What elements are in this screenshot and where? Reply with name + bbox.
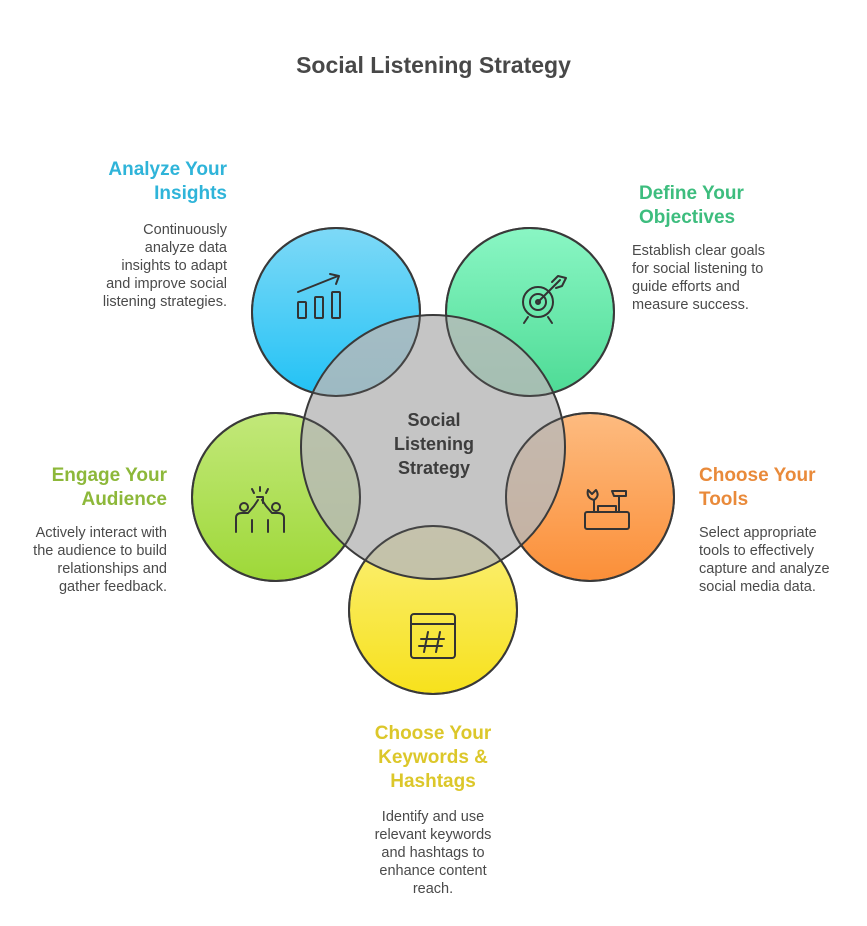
define-desc-line: for social listening to — [632, 261, 764, 277]
bar-chart-trend-icon — [297, 273, 341, 319]
hub-circle — [300, 314, 566, 580]
keywords-desc-line: Identify and use — [381, 809, 485, 825]
diagram-title: Social Listening Strategy — [296, 52, 571, 78]
keywords-heading-line1: Choose Your — [374, 723, 492, 744]
analyze-desc-line: analyze data — [144, 240, 227, 256]
keywords-desc-line: enhance content — [379, 863, 487, 879]
tools-desc-line: Select appropriate — [699, 525, 817, 541]
analyze-desc-line: Continuously — [143, 222, 227, 238]
define-heading-line2: Objectives — [639, 207, 736, 228]
define-description: Establish clear goals for social listeni… — [632, 242, 832, 314]
analyze-desc-line: insights to adapt — [121, 258, 227, 274]
engage-heading-line1: Engage Your — [51, 465, 167, 486]
define-desc-line: measure success. — [632, 297, 749, 313]
analyze-heading-line2: Insights — [154, 183, 227, 204]
engage-desc-line: the audience to build — [33, 543, 167, 559]
analyze-description: Continuously analyze data insights to ad… — [60, 221, 227, 311]
keywords-heading: Choose Your Keywords & Hashtags — [333, 722, 533, 794]
analyze-heading-line1: Analyze Your — [108, 159, 227, 180]
keywords-heading-line3: Hashtags — [390, 771, 476, 792]
analyze-desc-line: and improve social — [106, 276, 227, 292]
hub-label: Social Listening Strategy — [361, 408, 507, 480]
keywords-desc-line: relevant keywords — [374, 827, 492, 843]
engage-heading-line2: Audience — [81, 489, 167, 510]
keywords-desc-line: reach. — [412, 881, 454, 897]
hub-label-line2: Listening — [394, 434, 474, 454]
toolbox-icon — [584, 489, 630, 530]
tools-heading-line2: Tools — [699, 489, 749, 510]
keywords-desc-line: and hashtags to — [381, 845, 485, 861]
target-arrow-icon — [522, 275, 567, 324]
engage-heading: Engage Your Audience — [10, 464, 167, 512]
tools-description: Select appropriate tools to effectively … — [699, 524, 859, 596]
analyze-heading: Analyze Your Insights — [60, 158, 227, 206]
define-heading: Define Your Objectives — [639, 182, 839, 230]
tools-heading-line1: Choose Your — [699, 465, 816, 486]
keywords-description: Identify and use relevant keywords and h… — [333, 808, 533, 898]
hub-label-line3: Strategy — [397, 458, 471, 478]
analyze-desc-line: listening strategies. — [102, 294, 227, 310]
engage-desc-line: Actively interact with — [35, 525, 167, 541]
tools-heading: Choose Your Tools — [699, 464, 859, 512]
define-heading-line1: Define Your — [639, 183, 744, 204]
tools-desc-line: tools to effectively — [699, 543, 814, 559]
define-desc-line: Establish clear goals — [632, 243, 765, 259]
tools-desc-line: capture and analyze — [699, 561, 830, 577]
hashtag-window-icon — [410, 613, 456, 659]
engage-description: Actively interact with the audience to b… — [10, 524, 167, 596]
high-five-icon — [235, 486, 285, 533]
engage-desc-line: relationships and — [57, 561, 167, 577]
define-desc-line: guide efforts and — [632, 279, 740, 295]
keywords-heading-line2: Keywords & — [378, 747, 488, 768]
hub-label-line1: Social — [407, 410, 461, 430]
tools-desc-line: social media data. — [699, 579, 816, 595]
engage-desc-line: gather feedback. — [58, 579, 167, 595]
